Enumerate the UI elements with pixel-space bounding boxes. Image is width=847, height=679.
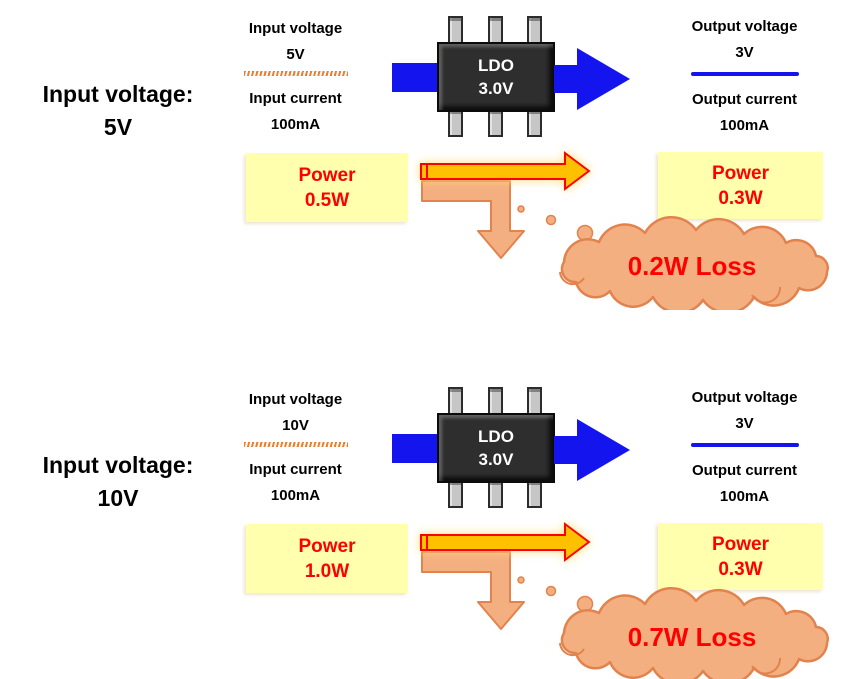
output-voltage-label: Output voltage — [691, 18, 798, 35]
input-power-box: Power 1.0W — [246, 524, 408, 593]
output-current-label: Output current — [692, 462, 797, 479]
power-arrow — [420, 151, 591, 191]
output-flow-arrow — [554, 65, 578, 93]
scenario-10v: Input voltage: 10V Input voltage 10V Inp… — [0, 371, 847, 679]
scenario-title-line2: 5V — [103, 114, 133, 140]
scenario-5v: Input voltage: 5V Input voltage 5V Input… — [0, 0, 847, 310]
cloud-detail — [559, 271, 585, 286]
ldo-chip: LDO 3.0V — [437, 42, 555, 112]
input-voltage-value: 5V — [286, 46, 305, 63]
chip-pin — [527, 16, 542, 44]
output-voltage-value: 3V — [735, 44, 754, 61]
scenario-title-line1: Input voltage: — [42, 81, 194, 107]
input-column: Input voltage 5V Input current 100mA — [233, 16, 358, 138]
cloud-detail — [751, 286, 782, 304]
power-label: Power — [711, 162, 770, 184]
input-current-label: Input current — [249, 461, 342, 478]
heat-dot — [545, 585, 557, 597]
chip-pin — [488, 480, 503, 508]
heat-dot — [517, 576, 525, 584]
heat-dot — [576, 224, 594, 242]
chip-name: LDO — [478, 427, 514, 446]
input-flow-arrow — [392, 434, 439, 463]
output-current-label: Output current — [692, 91, 797, 108]
chip-pin — [448, 109, 463, 137]
chip-name: LDO — [478, 56, 514, 75]
output-power-box: Power 0.3W — [658, 152, 823, 219]
heat-dot — [576, 595, 594, 613]
power-value: 0.5W — [304, 189, 350, 211]
input-current-label: Input current — [249, 90, 342, 107]
chip-pin — [488, 109, 503, 137]
scenario-title-line2: 10V — [97, 485, 139, 511]
chip-pin — [527, 109, 542, 137]
input-voltage-label: Input voltage — [248, 391, 343, 408]
output-voltage-underline — [690, 443, 799, 447]
heat-loss-arrow — [421, 551, 525, 630]
power-label: Power — [298, 164, 356, 186]
power-label: Power — [711, 533, 770, 555]
input-voltage-value: 10V — [282, 417, 309, 434]
chip-voltage: 3.0V — [478, 450, 514, 469]
heat-dot — [545, 214, 557, 226]
input-column: Input voltage 10V Input current 100mA — [233, 387, 358, 509]
power-value: 0.3W — [718, 558, 763, 580]
chip-voltage: 3.0V — [478, 79, 514, 98]
heat-dot — [517, 205, 525, 213]
chip-pin — [527, 387, 542, 415]
chip-pin — [448, 480, 463, 508]
output-flow-arrow-head — [577, 419, 630, 481]
input-flow-arrow — [392, 63, 439, 92]
chip-pin — [488, 387, 503, 415]
scenario-title-line1: Input voltage: — [42, 452, 194, 478]
input-voltage-label: Input voltage — [248, 20, 343, 37]
ldo-chip: LDO 3.0V — [437, 413, 555, 483]
output-voltage-underline — [690, 72, 799, 76]
output-current-value: 100mA — [719, 488, 770, 505]
chip-pin — [448, 16, 463, 44]
scenario-title: Input voltage: 10V — [12, 449, 224, 515]
output-column: Output voltage 3V Output current 100mA — [678, 385, 811, 510]
chip-pin — [527, 480, 542, 508]
output-current-value: 100mA — [719, 117, 770, 134]
input-current-value: 100mA — [270, 116, 321, 133]
cloud-detail — [559, 642, 585, 657]
chip-pin — [488, 16, 503, 44]
loss-text: 0.2W Loss — [627, 251, 757, 281]
scenario-title: Input voltage: 5V — [12, 78, 224, 144]
power-label: Power — [298, 535, 356, 557]
chip-pin — [448, 387, 463, 415]
output-flow-arrow — [554, 436, 578, 464]
loss-text: 0.7W Loss — [627, 622, 757, 652]
output-voltage-label: Output voltage — [691, 389, 798, 406]
heat-loss-arrow — [421, 180, 525, 259]
output-flow-arrow-head — [577, 48, 630, 110]
output-column: Output voltage 3V Output current 100mA — [678, 14, 811, 139]
input-power-box: Power 0.5W — [246, 153, 408, 222]
output-power-box: Power 0.3W — [658, 523, 823, 590]
power-value: 0.3W — [718, 187, 763, 209]
output-voltage-value: 3V — [735, 415, 754, 432]
input-voltage-underline — [243, 442, 348, 447]
input-current-value: 100mA — [270, 487, 321, 504]
power-arrow — [420, 522, 591, 562]
power-value: 1.0W — [304, 560, 350, 582]
input-voltage-underline — [243, 71, 348, 76]
cloud-detail — [751, 657, 782, 675]
